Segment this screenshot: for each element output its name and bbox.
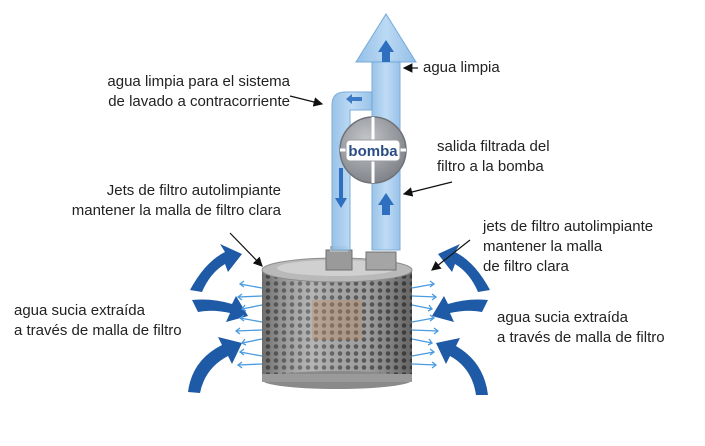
- jets-left-line-1: Jets de filtro autolimpiante: [106, 182, 281, 199]
- backwash-label: agua limpia para el sistema de lavado a …: [76, 72, 290, 112]
- suction-right-line-2: a través de malla de filtro: [497, 329, 665, 346]
- suction-right-line-1: agua sucia extraída: [497, 309, 628, 326]
- suction-left-line-2: a través de malla de filtro: [14, 322, 182, 339]
- jets-right-line-3: de filtro clara: [483, 258, 569, 275]
- filtered-output-line-1: salida filtrada del: [437, 138, 550, 155]
- pump-disc-icon: [339, 116, 407, 184]
- jets-left-label: Jets de filtro autolimpiante mantener la…: [17, 181, 281, 221]
- curved-arrow-icon: [188, 244, 490, 395]
- jets-left-line-2: mantener la malla de filtro clara: [71, 202, 281, 219]
- filtered-output-line-2: filtro a la bomba: [437, 158, 544, 175]
- flow-arrows: [335, 40, 394, 215]
- small-arrow-icon: [234, 280, 440, 369]
- clean-water-label: agua limpia: [423, 59, 500, 76]
- suction-right-label: agua sucia extraída a través de malla de…: [497, 308, 665, 348]
- backwash-line-2: de lavado a contracorriente: [108, 93, 290, 110]
- jets-right-line-2: mantener la malla: [483, 238, 603, 255]
- callout-lines: [229, 63, 471, 271]
- jets-right-line-1: jets de filtro autolimpiante: [483, 218, 654, 235]
- suction-left-label: agua sucia extraída a través de malla de…: [14, 301, 182, 341]
- filtered-output-label: salida filtrada del filtro a la bomba: [437, 137, 550, 177]
- mesh-filter-icon: [261, 257, 413, 389]
- backwash-line-1: agua limpia para el sistema: [107, 73, 290, 90]
- jets-right-label: jets de filtro autolimpiante mantener la…: [483, 217, 653, 277]
- suction-left-line-1: agua sucia extraída: [14, 302, 145, 319]
- pump-label: bomba: [348, 143, 398, 160]
